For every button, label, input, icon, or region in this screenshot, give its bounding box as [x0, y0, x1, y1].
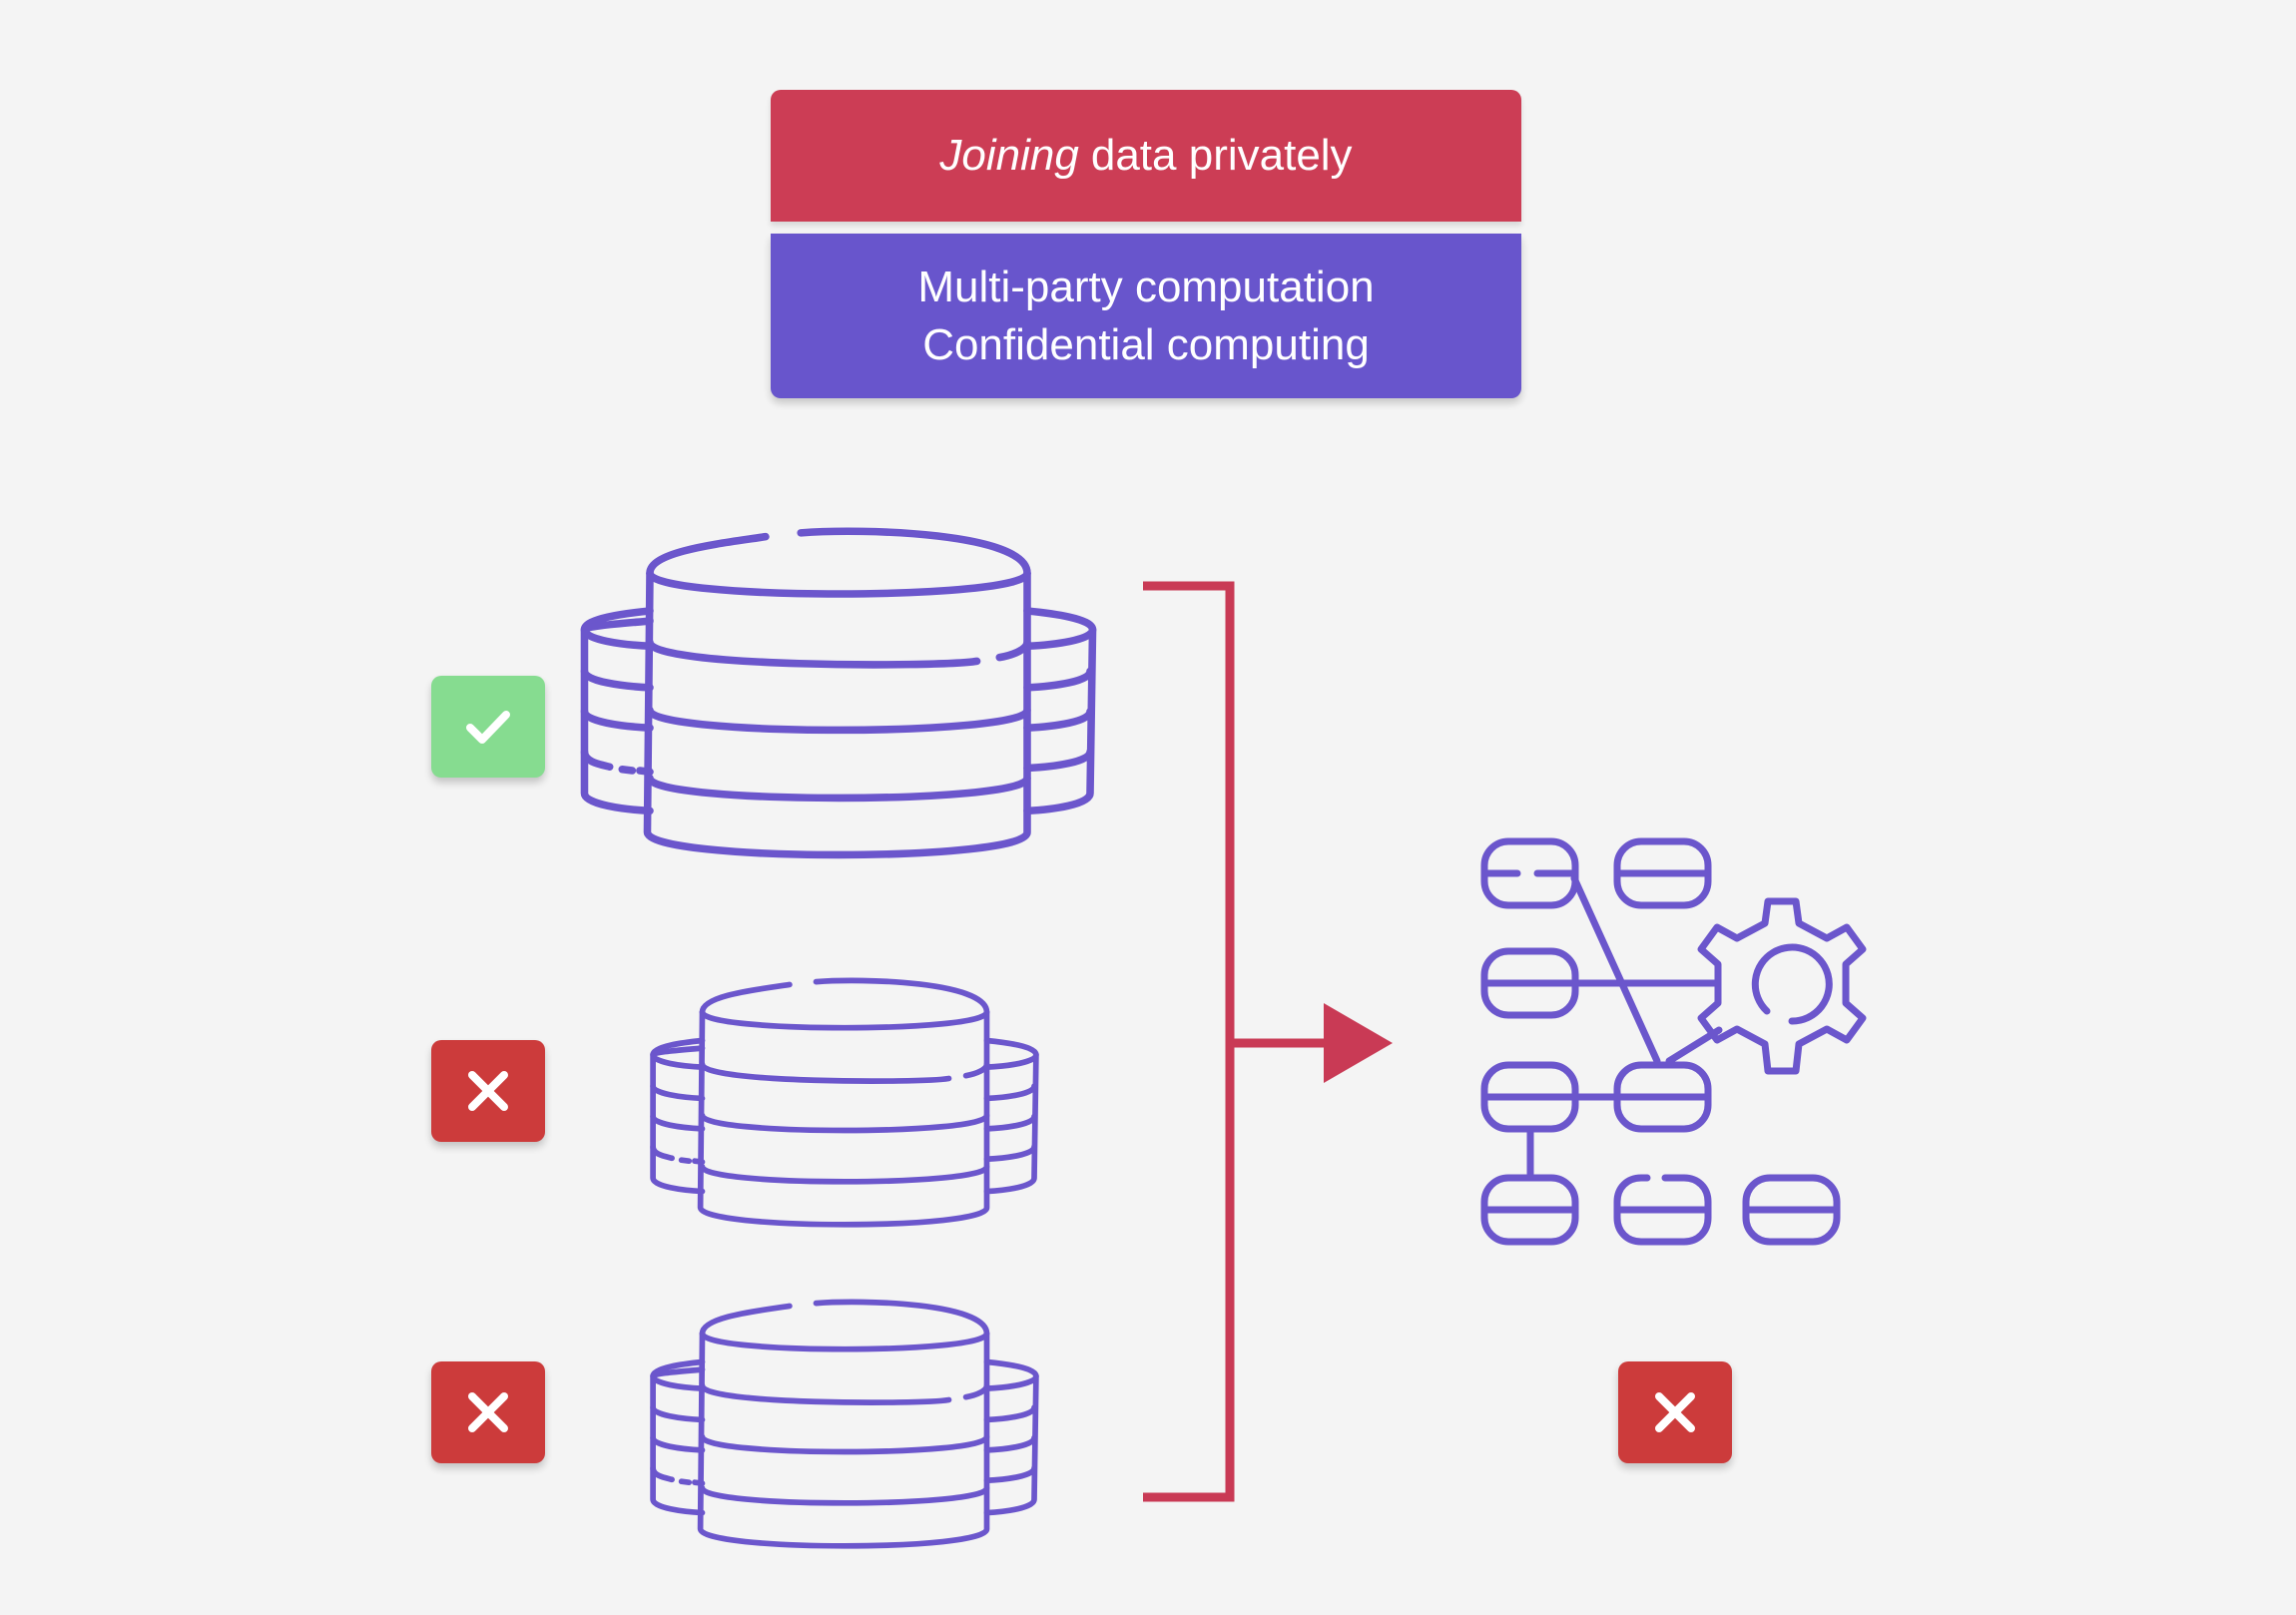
- cross-icon: [468, 1071, 508, 1111]
- database-stack-icon: [653, 980, 1036, 1224]
- title-emphasis: Joining: [939, 131, 1079, 180]
- merge-bracket: [1143, 581, 1328, 1502]
- subtitle-banner: Multi-party computation Confidential com…: [771, 234, 1521, 398]
- check-icon: [466, 711, 510, 744]
- check-badge: [431, 676, 545, 778]
- cross-icon: [1655, 1392, 1695, 1432]
- database-stack-icon: [653, 1302, 1036, 1545]
- cross-badge-db3: [431, 1361, 545, 1463]
- subtitle-line-1: Multi-party computation: [917, 262, 1375, 311]
- cross-badge-result: [1618, 1361, 1732, 1463]
- arrow-head: [1324, 1003, 1393, 1083]
- title-text: data privately: [1090, 131, 1353, 180]
- cross-badge-db2: [431, 1040, 545, 1142]
- cross-icon: [468, 1392, 508, 1432]
- database-stack-icon: [584, 531, 1092, 854]
- title-banner: Joining data privately: [771, 90, 1521, 222]
- data-processing-gear-icon: [1480, 837, 1867, 1246]
- subtitle-line-2: Confidential computing: [922, 319, 1370, 369]
